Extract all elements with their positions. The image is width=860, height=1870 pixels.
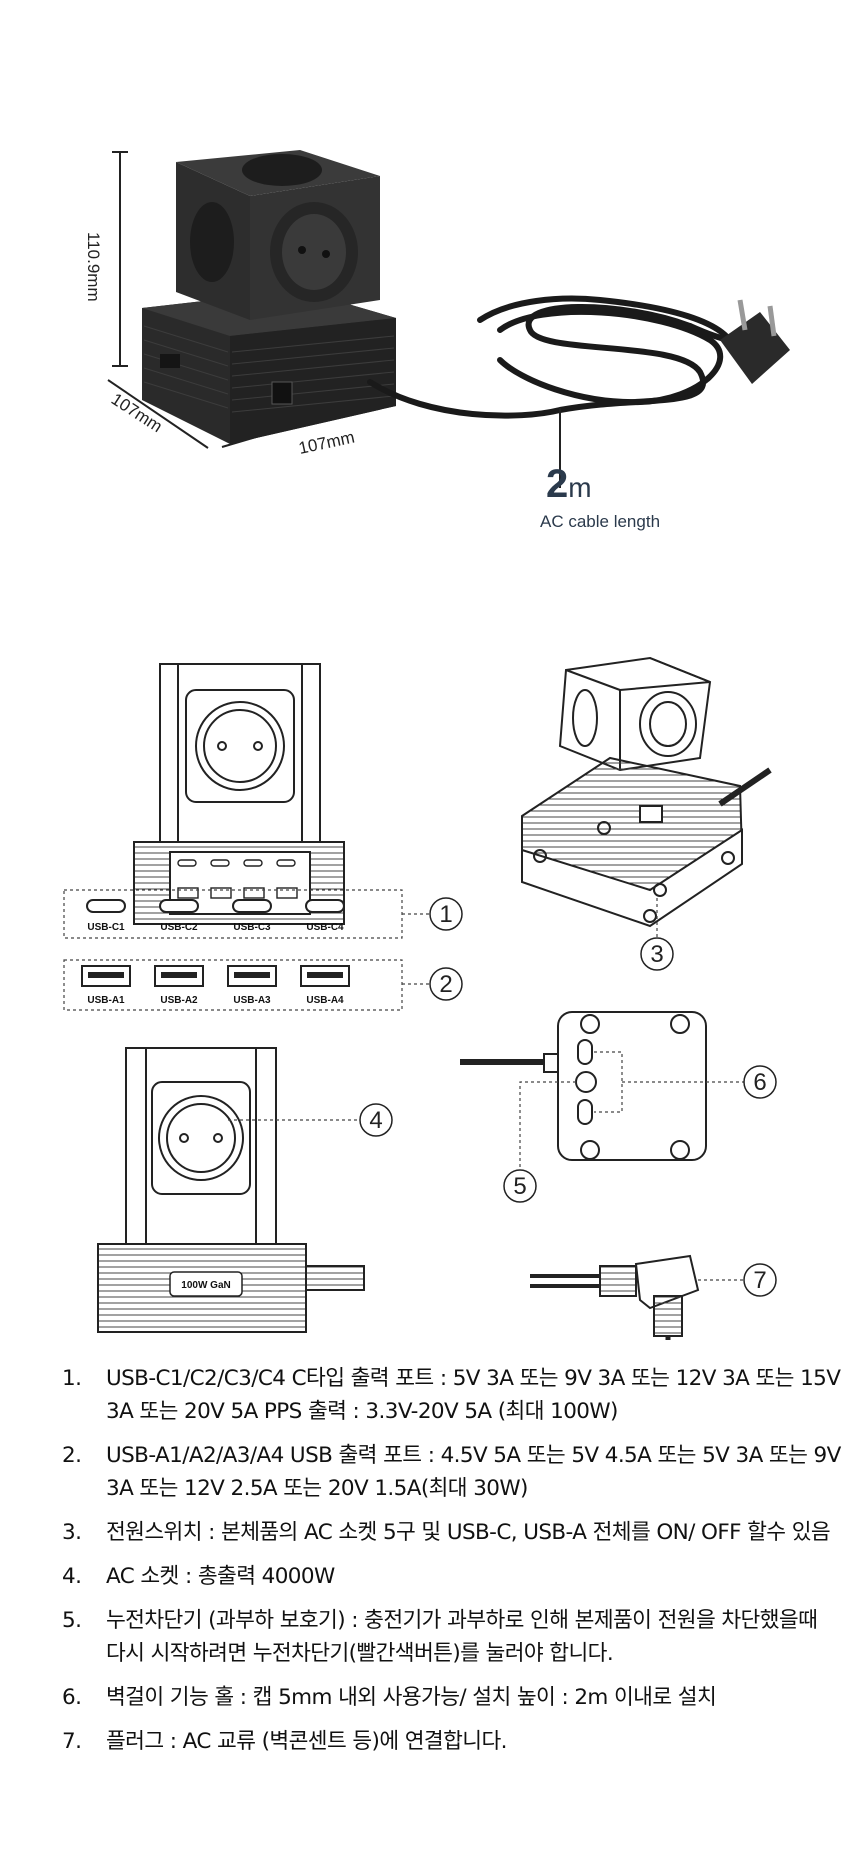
iso-view-drawing [521,656,772,928]
height-dimension [112,151,128,367]
plug [720,299,790,384]
spec-text: 벽걸이 기능 홀 : 캡 5mm 내외 사용가능/ 설치 높이 : 2m 이내로… [106,1685,717,1710]
callout-3: 3 [640,937,674,971]
spec-number: 3. [62,1520,82,1545]
cable-length-caption: AC cable length [540,512,661,531]
usb-c-port: USB-C3 [232,899,272,933]
svg-text:6: 6 [753,1069,766,1096]
ac-cable [367,295,738,419]
spec-item: 5. 누전차단기 (과부하 보호기) : 충전기가 과부하로 인해 본제품이 전원… [62,1604,842,1670]
gan-badge-frame [169,1271,243,1297]
usb-a-port-label: USB-A4 [306,995,344,1006]
spec-item: 2. USB-A1/A2/A3/A4 USB 출력 포트 : 4.5V 5A 또는… [62,1439,842,1505]
usb-c-port: USB-C4 [305,899,345,933]
spec-item: 6. 벽걸이 기능 홀 : 캡 5mm 내외 사용가능/ 설치 높이 : 2m 이… [62,1681,842,1714]
svg-text:1: 1 [439,901,452,928]
socket-cube [176,150,380,320]
usb-c-port-label: USB-C2 [160,922,198,933]
usb-a-port: USB-A3 [227,965,277,1006]
cable-length-value: 2m [546,462,592,506]
svg-text:5: 5 [513,1173,526,1200]
bottom-view-drawing [460,1011,707,1161]
spec-number: 5. [62,1608,82,1633]
svg-text:7: 7 [753,1267,766,1294]
callout-7: 7 [743,1263,777,1297]
callout-6: 6 [743,1065,777,1099]
callout-1: 1 [429,897,463,931]
spec-text: 누전차단기 (과부하 보호기) : 충전기가 과부하로 인해 본제품이 전원을 … [106,1608,818,1666]
usb-c-port-label: USB-C3 [233,922,271,933]
spec-text: USB-A1/A2/A3/A4 USB 출력 포트 : 4.5V 5A 또는 5… [106,1443,841,1501]
svg-text:2: 2 [439,971,452,998]
spec-text: USB-C1/C2/C3/C4 C타입 출력 포트 : 5V 3A 또는 9V … [106,1366,841,1424]
spec-item: 3. 전원스위치 : 본체품의 AC 소켓 5구 및 USB-C, USB-A 전… [62,1516,842,1549]
spec-item: 4. AC 소켓 : 총출력 4000W [62,1560,842,1593]
spec-text: AC 소켓 : 총출력 4000W [106,1564,335,1589]
usb-a-port-label: USB-A2 [160,995,198,1006]
diagram-section: USB-C1 USB-C2 USB-C3 USB-C4 USB-A1 USB-A2 USB… [63,656,777,1340]
width-label: 107mm [297,428,356,458]
usb-a-port: USB-A1 [81,965,131,1006]
spec-item: 7. 플러그 : AC 교류 (벽콘센트 등)에 연결합니다. [62,1725,842,1758]
spec-number: 7. [62,1729,82,1754]
product-photo: 110.9mm 107mm 107mm [84,150,790,488]
usb-a-port: USB-A4 [300,965,350,1006]
svg-text:3: 3 [650,941,663,968]
callout-2: 2 [429,967,463,1001]
svg-text:4: 4 [369,1107,382,1134]
spec-number: 4. [62,1564,82,1589]
usb-a-port-label: USB-A3 [233,995,271,1006]
usb-a-port: USB-A2 [154,965,204,1006]
spec-number: 1. [62,1366,82,1391]
spec-number: 2. [62,1443,82,1468]
front-view-port-row [177,859,298,899]
usb-c-port-label: USB-C1 [87,922,125,933]
spec-text: 플러그 : AC 교류 (벽콘센트 등)에 연결합니다. [106,1729,507,1754]
spec-text: 전원스위치 : 본체품의 AC 소켓 5구 및 USB-C, USB-A 전체를… [106,1520,831,1545]
usb-a-port-label: USB-A1 [87,995,125,1006]
height-label: 110.9mm [84,232,103,302]
usb-c-port: USB-C2 [159,899,199,933]
usb-a-box [63,959,403,1011]
plug-side-drawing [530,1254,700,1340]
callout-5: 5 [503,1169,537,1203]
front-view-drawing [133,663,345,925]
usb-c-port-label: USB-C4 [306,922,344,933]
usb-c-port: USB-C1 [86,899,126,933]
spec-list: 1. USB-C1/C2/C3/C4 C타입 출력 포트 : 5V 3A 또는 9… [62,1362,842,1769]
gan-badge: 100W GaN [181,1280,230,1291]
spec-item: 1. USB-C1/C2/C3/C4 C타입 출력 포트 : 5V 3A 또는 9… [62,1362,842,1428]
callout-4: 4 [359,1103,393,1137]
spec-number: 6. [62,1685,82,1710]
